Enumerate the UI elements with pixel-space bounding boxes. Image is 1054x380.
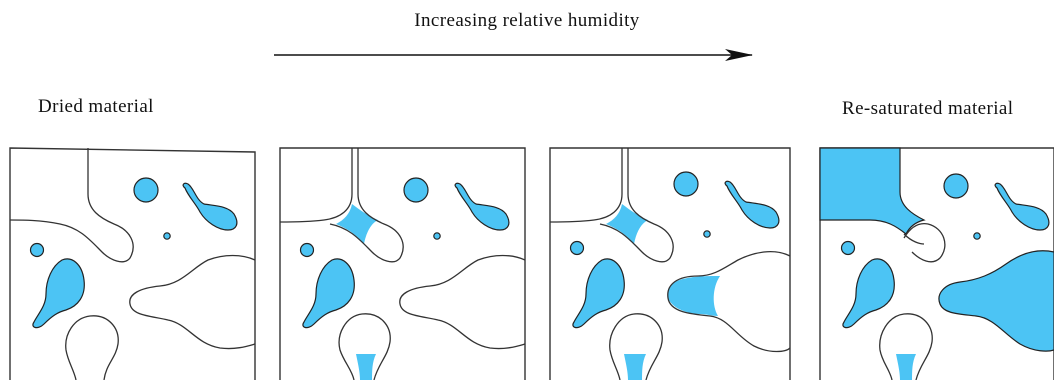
panel-2 [279, 147, 526, 380]
partial-fill-large-pore [667, 276, 720, 316]
blob-pore [32, 258, 85, 329]
panel-3 [549, 147, 791, 380]
drop-1 [133, 177, 159, 203]
corner-pore-filled [819, 147, 926, 235]
throat-water-2 [356, 354, 376, 380]
drop-2 [29, 242, 45, 258]
drop-3 [163, 232, 171, 240]
large-pore-filled [938, 250, 1054, 352]
resaturated-material-label: Re-saturated material [842, 98, 1014, 119]
figure-title: Increasing relative humidity [414, 10, 640, 31]
panel-4 [819, 147, 1054, 380]
teardrop-pore [182, 182, 238, 231]
throat-water-1 [336, 204, 378, 244]
panel-1 [9, 147, 256, 380]
dried-material-label: Dried material [38, 96, 154, 117]
